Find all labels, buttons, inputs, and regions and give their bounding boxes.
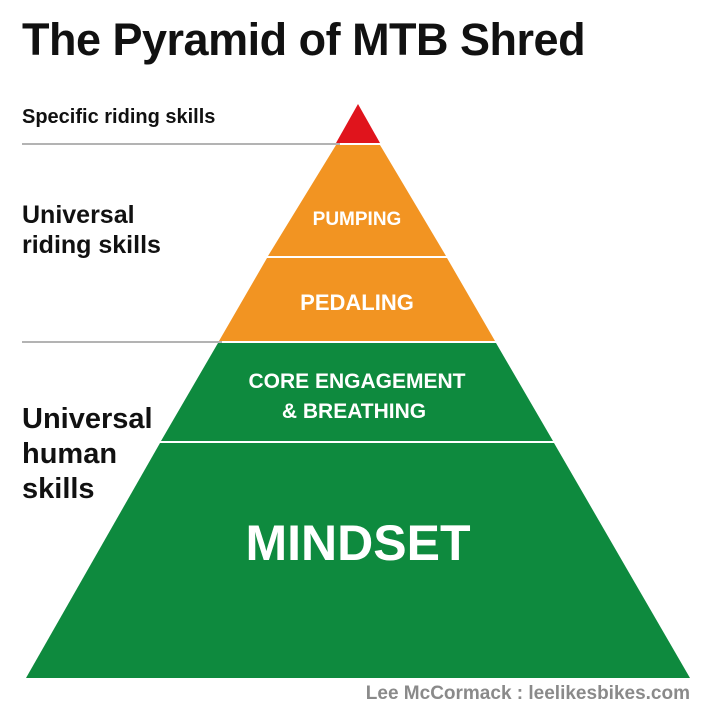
tier-label-core-line1: CORE ENGAGEMENT: [248, 370, 465, 393]
label-universal-riding-skills: Universal riding skills: [22, 201, 161, 259]
tier-pumping: [268, 145, 446, 256]
tier-core-engagement: [161, 343, 553, 441]
label-universal-human-skills: Universal human skills: [22, 403, 153, 505]
tier-pedaling: [219, 258, 495, 341]
tier-label-mindset: MINDSET: [246, 515, 471, 571]
credit-text: Lee McCormack : leelikesbikes.com: [365, 683, 690, 704]
tier-label-pumping: PUMPING: [313, 209, 402, 230]
tier-mindset: [26, 443, 690, 678]
tier-label-core-line2: & BREATHING: [282, 400, 426, 423]
tier-label-pedaling: PEDALING: [300, 290, 414, 315]
label-specific-riding-skills: Specific riding skills: [22, 106, 216, 128]
tier-specific-top: [336, 104, 380, 143]
page-title: The Pyramid of MTB Shred: [22, 14, 586, 65]
